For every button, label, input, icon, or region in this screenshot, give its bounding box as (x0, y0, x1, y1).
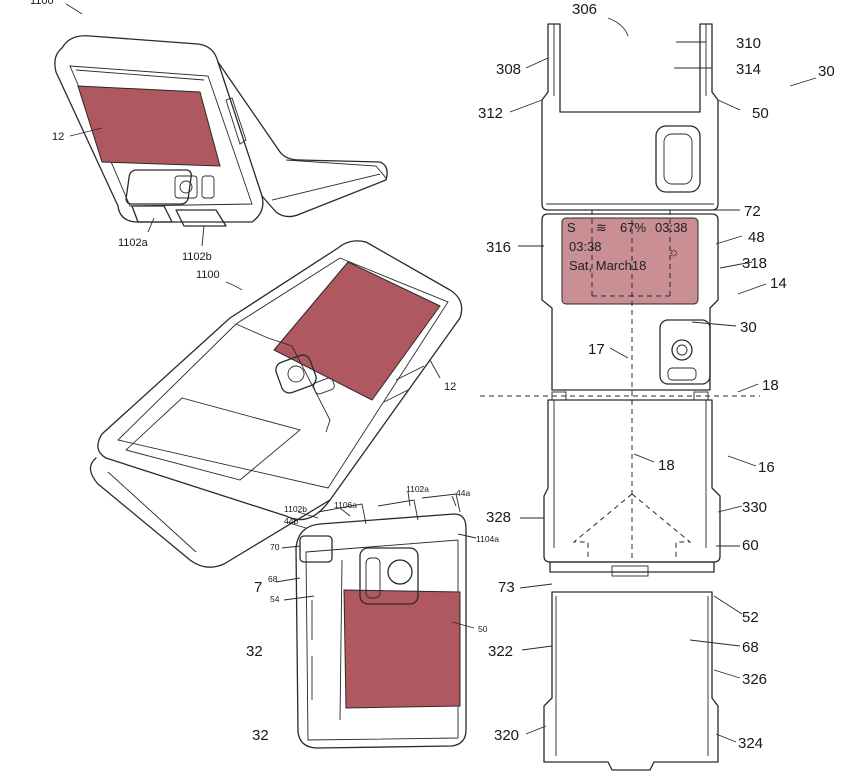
label-316: 316 (486, 239, 511, 256)
label-s7: 7 (254, 579, 262, 596)
leader-lines (65, 3, 817, 743)
phone-folded-view (295, 493, 467, 749)
label-30-mid: 30 (740, 319, 757, 336)
label-s1104a: 1104a (476, 534, 499, 544)
rear-screen-bottom (343, 589, 461, 709)
label-326: 326 (742, 671, 767, 688)
label-328: 328 (486, 509, 511, 526)
label-320: 320 (494, 727, 519, 744)
label-18-right: 18 (762, 377, 779, 394)
label-s1102a: 1102a (406, 484, 429, 494)
date-text: Sat, March18 (569, 258, 646, 273)
label-73: 73 (498, 579, 515, 596)
case-bottom-part (543, 591, 719, 771)
phone-flat-view (89, 240, 463, 568)
label-s32b: 32 (252, 727, 269, 744)
label-308: 308 (496, 61, 521, 78)
label-s50: 50 (478, 624, 488, 634)
status-time: 03:38 (655, 220, 688, 235)
label-318: 318 (742, 255, 767, 272)
label-s44b: 44b (284, 516, 298, 526)
label-s32: 32 (246, 643, 263, 660)
case-middle-part (541, 213, 719, 391)
label-s44a: 44a (456, 488, 470, 498)
label-306: 306 (572, 1, 597, 18)
label-322: 322 (488, 643, 513, 660)
label-17: 17 (588, 341, 605, 358)
label-330: 330 (742, 499, 767, 516)
label-314: 314 (736, 61, 761, 78)
phone-kickstand-view (54, 35, 388, 227)
label-48: 48 (748, 229, 765, 246)
wifi-icon: ≋ (596, 220, 607, 235)
label-50: 50 (752, 105, 769, 122)
battery-level: 67% (620, 220, 646, 235)
reference-labels: 1100 12 1102a 1102b 1100 12 306 310 308 … (30, 0, 835, 752)
label-s54: 54 (270, 594, 280, 604)
case-top-part (541, 23, 719, 211)
clock-time: 03:38 (569, 239, 602, 254)
cover-screen (561, 217, 699, 305)
weather-icon: ☼ (668, 244, 680, 259)
label-72: 72 (744, 203, 761, 220)
label-s1106a: 1106a (334, 500, 357, 510)
label-18-mid: 18 (658, 457, 675, 474)
label-60: 60 (742, 537, 759, 554)
label-324: 324 (738, 735, 763, 752)
label-s1102b: 1102b (284, 504, 307, 514)
label-1100-mid: 1100 (196, 269, 220, 281)
rear-screen-top-left (77, 85, 221, 167)
label-1102a: 1102a (118, 237, 149, 249)
label-16: 16 (758, 459, 775, 476)
rear-screen-middle (273, 261, 441, 401)
label-310: 310 (736, 35, 761, 52)
label-12-top: 12 (52, 131, 64, 143)
case-lower-part (543, 399, 721, 577)
label-312: 312 (478, 105, 503, 122)
label-68: 68 (742, 639, 759, 656)
label-52: 52 (742, 609, 759, 626)
cover-screen-content: S ≋ 67% 03:38 03:38 Sat, March18 ☼ (567, 220, 688, 273)
label-1102b: 1102b (182, 251, 212, 263)
status-left: S (567, 220, 576, 235)
label-30-main: 30 (818, 63, 835, 80)
label-1100-top: 1100 (30, 0, 54, 7)
label-12-mid: 12 (444, 381, 456, 393)
label-s68: 68 (268, 574, 278, 584)
label-s70: 70 (270, 542, 280, 552)
label-14: 14 (770, 275, 787, 292)
